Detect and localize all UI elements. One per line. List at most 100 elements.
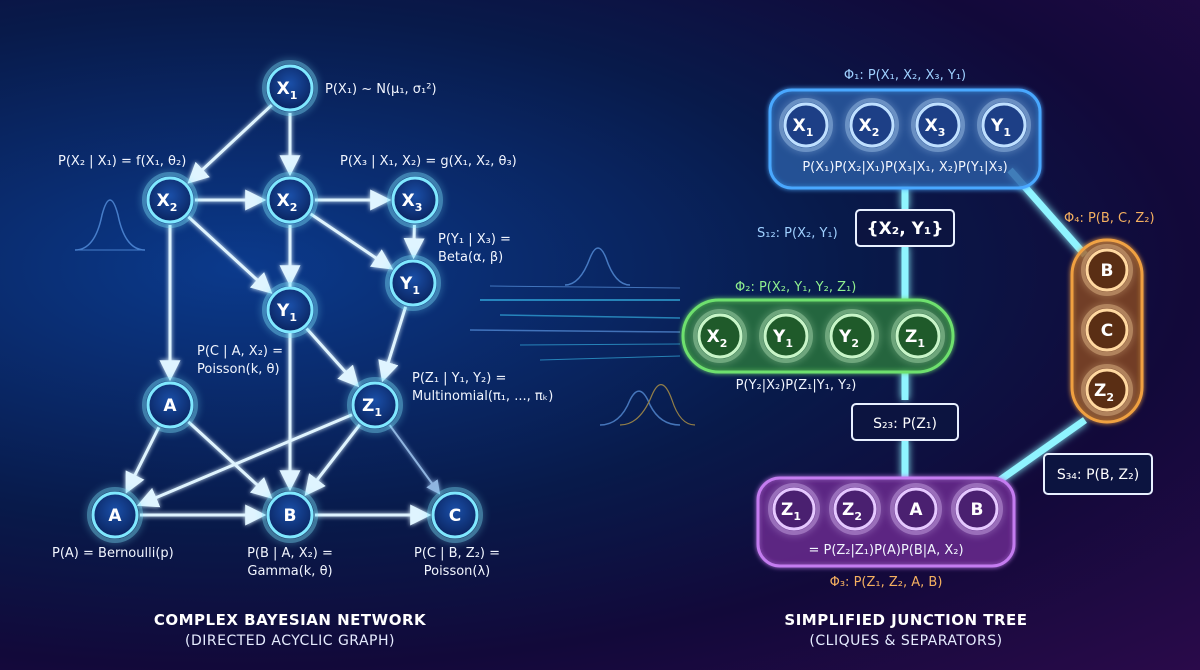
node-Z1-sub: 1: [374, 406, 382, 419]
node-Y1b-text: Y1: [399, 274, 420, 297]
phi2-node-0-text: X2: [707, 327, 728, 350]
node-A2[interactable]: A: [87, 487, 143, 543]
separator-s12[interactable]: S₁₂: P(X₂, Y₁) {X₂, Y₁}: [757, 209, 955, 247]
node-Y1a-base: Y: [276, 301, 290, 321]
node-X3[interactable]: X3: [387, 172, 443, 228]
phi1-node-0-halo: [779, 98, 833, 152]
phi1-node-0[interactable]: X1: [779, 98, 833, 152]
clique-phi3-box: [756, 476, 1016, 568]
left-title: COMPLEX BAYESIAN NETWORK: [154, 611, 427, 629]
phi2-node-3[interactable]: Z1: [891, 309, 945, 363]
node-Y1b-circle: [389, 259, 437, 307]
phi4-node-2-base: Z: [1094, 381, 1106, 401]
phi2-node-3-circle: [895, 313, 941, 359]
node-C-circle: [431, 491, 479, 539]
node-A2-circle: [91, 491, 139, 539]
node-X2a-sub: 2: [170, 201, 178, 214]
phi2-node-1-circle: [763, 313, 809, 359]
node-X2b-halo: [262, 172, 318, 228]
node-C[interactable]: C: [427, 487, 483, 543]
phi4-node-1[interactable]: C: [1081, 304, 1133, 356]
phi2-node-1-text: Y1: [772, 327, 793, 350]
node-X1[interactable]: X1: [262, 60, 318, 116]
separator-s23[interactable]: S₂₃: P(Z₁): [851, 403, 959, 441]
label-px3: P(X₃ | X₁, X₂) = g(X₁, X₂, θ₃): [340, 154, 517, 169]
phi2-node-3-base: Z: [905, 327, 917, 347]
node-A1[interactable]: A: [142, 377, 198, 433]
label-pa: P(A) = Bernoulli(p): [52, 546, 174, 561]
phi4-node-2-circle: [1085, 368, 1129, 412]
clique-phi2-label: Φ₂: P(X₂, Y₁, Y₂, Z₁): [735, 280, 856, 295]
node-X2a[interactable]: X2: [142, 172, 198, 228]
phi1-node-1[interactable]: X2: [845, 98, 899, 152]
node-X1-text: X1: [277, 79, 298, 102]
clique-phi1-formula: P(X₁)P(X₂|X₁)P(X₃|X₁, X₂)P(Y₁|X₃): [802, 160, 1007, 175]
separator-s34-box: [1043, 453, 1153, 495]
phi3-node-0-base: Z: [781, 500, 793, 520]
edge-A1-B: [187, 420, 273, 499]
node-X2b-sub: 2: [290, 201, 298, 214]
phi2-node-2-circle: [829, 313, 875, 359]
node-Z1-circle: [351, 381, 399, 429]
phi2-node-3-sub: 1: [917, 337, 925, 350]
phi3-node-3-base: B: [971, 500, 984, 520]
phi3-node-2[interactable]: A: [890, 483, 942, 535]
node-B[interactable]: B: [262, 487, 318, 543]
phi4-node-2[interactable]: Z2: [1081, 364, 1133, 416]
phi3-node-3[interactable]: B: [951, 483, 1003, 535]
phi3-node-1-text: Z2: [842, 500, 862, 523]
clique-phi4[interactable]: Φ₄: P(B, C, Z₂) B C Z2: [1064, 211, 1155, 424]
phi3-node-1-sub: 2: [854, 510, 862, 523]
node-Y1b-sub: 1: [412, 284, 420, 297]
phi2-node-0[interactable]: X2: [693, 309, 747, 363]
edge-Z1-A2: [136, 413, 353, 508]
phi3-node-2-text: A: [909, 500, 923, 520]
phi2-node-1[interactable]: Y1: [759, 309, 813, 363]
node-A1-text: A: [163, 396, 177, 416]
edge-X1-X2a: [187, 103, 273, 184]
node-X2a-halo: [142, 172, 198, 228]
phi3-node-1-circle: [833, 487, 877, 531]
node-X2b[interactable]: X2: [262, 172, 318, 228]
separator-s34[interactable]: S₃₄: P(B, Z₂): [1043, 453, 1153, 495]
node-Y1a-halo: [262, 282, 318, 338]
phi3-node-3-circle: [955, 487, 999, 531]
phi2-node-2-text: Y2: [838, 327, 859, 350]
node-A2-text: A: [108, 506, 122, 526]
phi3-node-0-text: Z1: [781, 500, 801, 523]
node-Y1b[interactable]: Y1: [385, 255, 441, 311]
phi4-node-0[interactable]: B: [1081, 244, 1133, 296]
clique-phi4-label: Φ₄: P(B, C, Z₂): [1064, 211, 1155, 226]
phi3-node-0[interactable]: Z1: [768, 483, 820, 535]
phi1-node-2-halo: [911, 98, 965, 152]
phi3-node-1[interactable]: Z2: [829, 483, 881, 535]
phi4-node-2-halo: [1081, 364, 1133, 416]
node-C-halo: [427, 487, 483, 543]
clique-phi2-box: [681, 298, 955, 374]
phi3-node-0-circle: [772, 487, 816, 531]
phi1-node-2[interactable]: X3: [911, 98, 965, 152]
phi4-node-1-base: C: [1101, 321, 1113, 341]
phi2-node-2[interactable]: Y2: [825, 309, 879, 363]
light-streaks: [469, 285, 681, 361]
node-X1-base: X: [277, 79, 290, 99]
node-Y1a[interactable]: Y1: [262, 282, 318, 338]
bayes-labels: P(X₁) ~ N(μ₁, σ₁²) P(X₂ | X₁) = f(X₁, θ₂…: [52, 82, 553, 579]
left-subtitle: (DIRECTED ACYCLIC GRAPH): [185, 633, 395, 649]
phi1-node-3[interactable]: Y1: [977, 98, 1031, 152]
clique-phi2-formula: P(Y₂|X₂)P(Z₁|Y₁, Y₂): [736, 378, 857, 393]
label-pc2-line1: P(C | B, Z₂) =: [414, 546, 500, 561]
clique-phi3-label: Φ₃: P(Z₁, Z₂, A, B): [830, 575, 943, 590]
separator-s12-label: S₁₂: P(X₂, Y₁): [757, 226, 838, 241]
clique-phi2[interactable]: Φ₂: P(X₂, Y₁, Y₂, Z₁) X2 Y1 Y2 Z1 P(Y₂|X₂)P…: [681, 280, 955, 393]
node-Z1[interactable]: Z1: [347, 377, 403, 433]
phi2-node-3-text: Z1: [905, 327, 925, 350]
label-pb-line1: P(B | A, X₂) =: [247, 546, 333, 561]
node-X3-base: X: [402, 191, 415, 211]
